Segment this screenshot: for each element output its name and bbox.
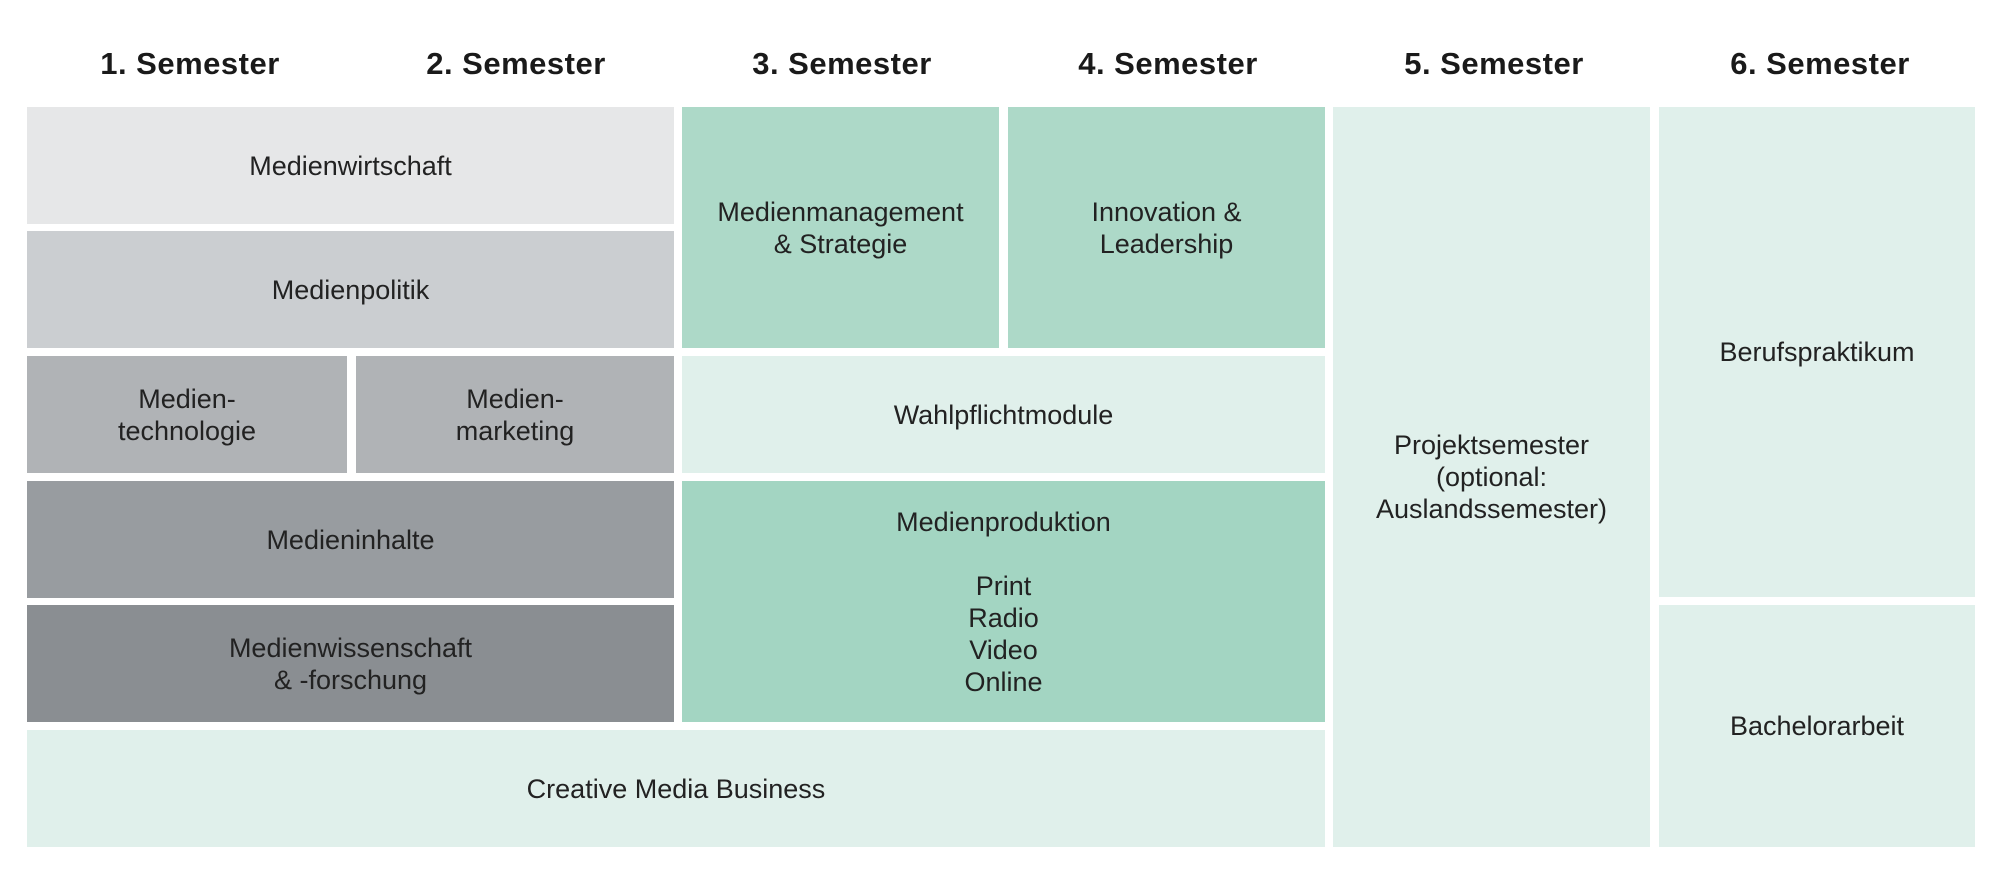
header-semester-1: 1. Semester bbox=[100, 46, 280, 81]
label-medienproduktion-video: Video bbox=[969, 634, 1038, 665]
block-medienmarketing: Medien- marketing bbox=[356, 356, 674, 473]
block-medieninhalte: Medieninhalte bbox=[27, 481, 674, 598]
label-berufspraktikum: Berufspraktikum bbox=[1719, 337, 1915, 367]
label-medieninhalte: Medieninhalte bbox=[266, 524, 435, 555]
block-bachelorarbeit: Bachelorarbeit bbox=[1659, 605, 1975, 847]
header-semester-2: 2. Semester bbox=[426, 46, 606, 81]
label-innovation-line-1: Innovation & bbox=[1091, 196, 1242, 227]
label-medienproduktion-print: Print bbox=[975, 570, 1032, 601]
header-semester-6: 6. Semester bbox=[1730, 46, 1910, 81]
label-medientechnologie-line-1: Medien- bbox=[138, 383, 236, 414]
label-projektsemester-line-3: Auslandssemester) bbox=[1375, 494, 1608, 524]
label-medienwirtschaft: Medienwirtschaft bbox=[249, 150, 452, 181]
label-medienpolitik: Medienpolitik bbox=[271, 274, 430, 305]
label-medienmanagement-line-2: & Strategie bbox=[773, 228, 908, 259]
block-creative-media-business: Creative Media Business bbox=[27, 730, 1325, 847]
label-projektsemester-line-2: (optional: bbox=[1435, 462, 1548, 492]
label-creative-media-business: Creative Media Business bbox=[526, 773, 826, 804]
block-medienmanagement: Medienmanagement & Strategie bbox=[682, 107, 999, 348]
block-projektsemester: Projektsemester (optional: Auslandssemes… bbox=[1333, 107, 1650, 847]
label-projektsemester-line-1: Projektsemester bbox=[1393, 430, 1590, 460]
label-medienwissenschaft-line-1: Medienwissenschaft bbox=[228, 632, 473, 663]
label-medienmarketing-line-2: marketing bbox=[455, 415, 575, 446]
label-medienmarketing-line-1: Medien- bbox=[466, 383, 564, 414]
block-medienpolitik: Medienpolitik bbox=[27, 231, 674, 348]
header-semester-4: 4. Semester bbox=[1078, 46, 1258, 81]
label-medienwissenschaft-line-2: & -forschung bbox=[273, 664, 428, 695]
label-medienproduktion-radio: Radio bbox=[968, 602, 1039, 633]
label-medienproduktion-online: Online bbox=[964, 666, 1043, 697]
block-wahlpflichtmodule: Wahlpflichtmodule bbox=[682, 356, 1325, 473]
label-bachelorarbeit: Bachelorarbeit bbox=[1729, 711, 1905, 741]
block-innovation-leadership: Innovation & Leadership bbox=[1008, 107, 1325, 348]
header-semester-5: 5. Semester bbox=[1404, 46, 1584, 81]
header-semester-3: 3. Semester bbox=[752, 46, 932, 81]
block-medientechnologie: Medien- technologie bbox=[27, 356, 347, 473]
label-medienmanagement-line-1: Medienmanagement bbox=[717, 196, 964, 227]
label-medientechnologie-line-2: technologie bbox=[117, 415, 257, 446]
block-medienwirtschaft: Medienwirtschaft bbox=[27, 107, 674, 224]
label-wahlpflichtmodule: Wahlpflichtmodule bbox=[893, 399, 1114, 430]
label-medienproduktion-title: Medienproduktion bbox=[896, 506, 1111, 537]
label-innovation-line-2: Leadership bbox=[1099, 228, 1234, 259]
block-medienwissenschaft: Medienwissenschaft & -forschung bbox=[27, 605, 674, 722]
block-berufspraktikum: Berufspraktikum bbox=[1659, 107, 1975, 597]
block-medienproduktion: Medienproduktion Print Radio Video Onlin… bbox=[682, 481, 1325, 722]
